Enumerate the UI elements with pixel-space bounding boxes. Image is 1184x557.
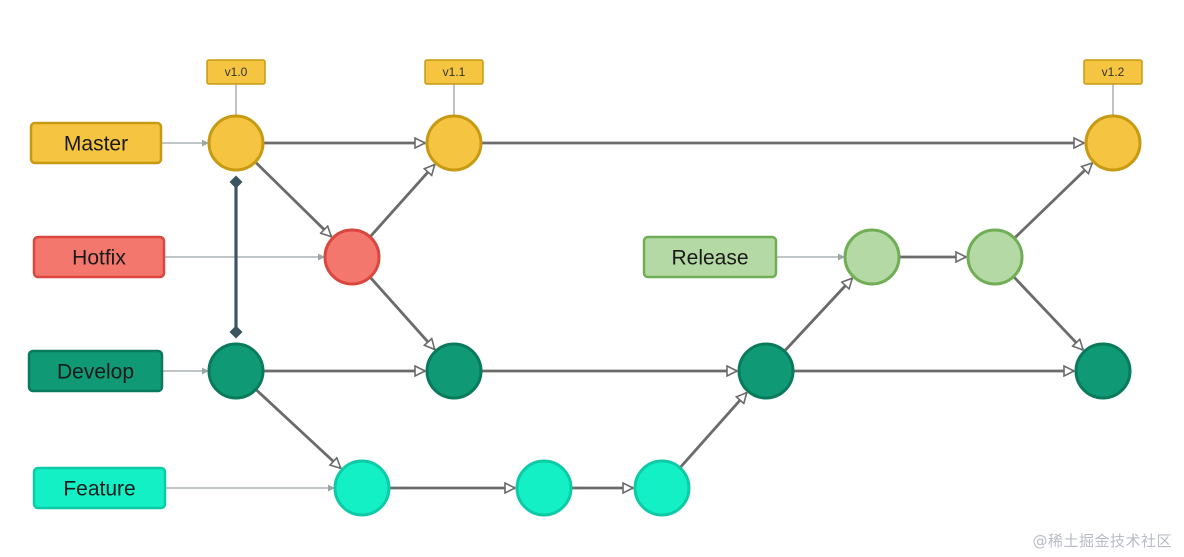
version-tag: v1.0 <box>206 59 266 116</box>
branch-label-box <box>32 466 167 510</box>
commit-hotfix <box>323 228 381 286</box>
branch-label-text: Feature <box>63 478 135 501</box>
edge-r2-m3 <box>1014 163 1092 239</box>
edge-d3-r1 <box>784 278 852 352</box>
branch-label-text: Develop <box>57 361 134 384</box>
commit-develop <box>207 342 265 400</box>
edge-m1-h1 <box>254 161 331 237</box>
branch-pointers <box>161 139 845 492</box>
branch-label-box <box>29 121 163 165</box>
commit-release <box>843 228 901 286</box>
branch-label-master: Master <box>29 121 163 165</box>
edge-r2-d4 <box>1013 276 1083 350</box>
branch-label-develop: Develop <box>27 349 164 393</box>
commit-develop <box>425 342 483 400</box>
commit-master <box>425 114 483 172</box>
branch-label-box <box>27 349 164 393</box>
branch-label-hotfix: Hotfix <box>32 235 166 279</box>
commit-release <box>966 228 1024 286</box>
version-tag: v1.1 <box>424 59 484 116</box>
version-tag: v1.2 <box>1083 59 1143 116</box>
commit-feature <box>633 459 691 517</box>
version-tag-label: v1.0 <box>225 65 248 79</box>
commit-develop <box>737 342 795 400</box>
version-tag-label: v1.2 <box>1102 65 1125 79</box>
branch-label-text: Release <box>671 247 748 270</box>
commit-feature <box>333 459 391 517</box>
edge-f3-d3 <box>679 393 747 469</box>
version-tags: v1.0 v1.1 v1.2 <box>206 59 1143 116</box>
version-tag-box <box>1083 59 1143 85</box>
version-tag-label: v1.1 <box>443 65 466 79</box>
branch-label-text: Hotfix <box>72 247 126 270</box>
commit-edges <box>254 143 1092 488</box>
commit-develop <box>1074 342 1132 400</box>
branch-label-release: Release <box>642 235 778 279</box>
version-tag-box <box>424 59 484 85</box>
branch-label-text: Master <box>64 133 128 156</box>
branch-label-feature: Feature <box>32 466 167 510</box>
edge-h1-d2 <box>369 276 435 350</box>
watermark: @稀土掘金技术社区 <box>1032 532 1172 550</box>
version-tag-box <box>206 59 266 85</box>
commit-feature <box>515 459 573 517</box>
commit-master <box>207 114 265 172</box>
branch-label-box <box>32 235 166 279</box>
branch-label-box <box>642 235 778 279</box>
edge-d1-f1 <box>255 389 341 468</box>
edge-h1-m2 <box>369 165 435 238</box>
commit-master <box>1084 114 1142 172</box>
commits <box>207 114 1142 517</box>
